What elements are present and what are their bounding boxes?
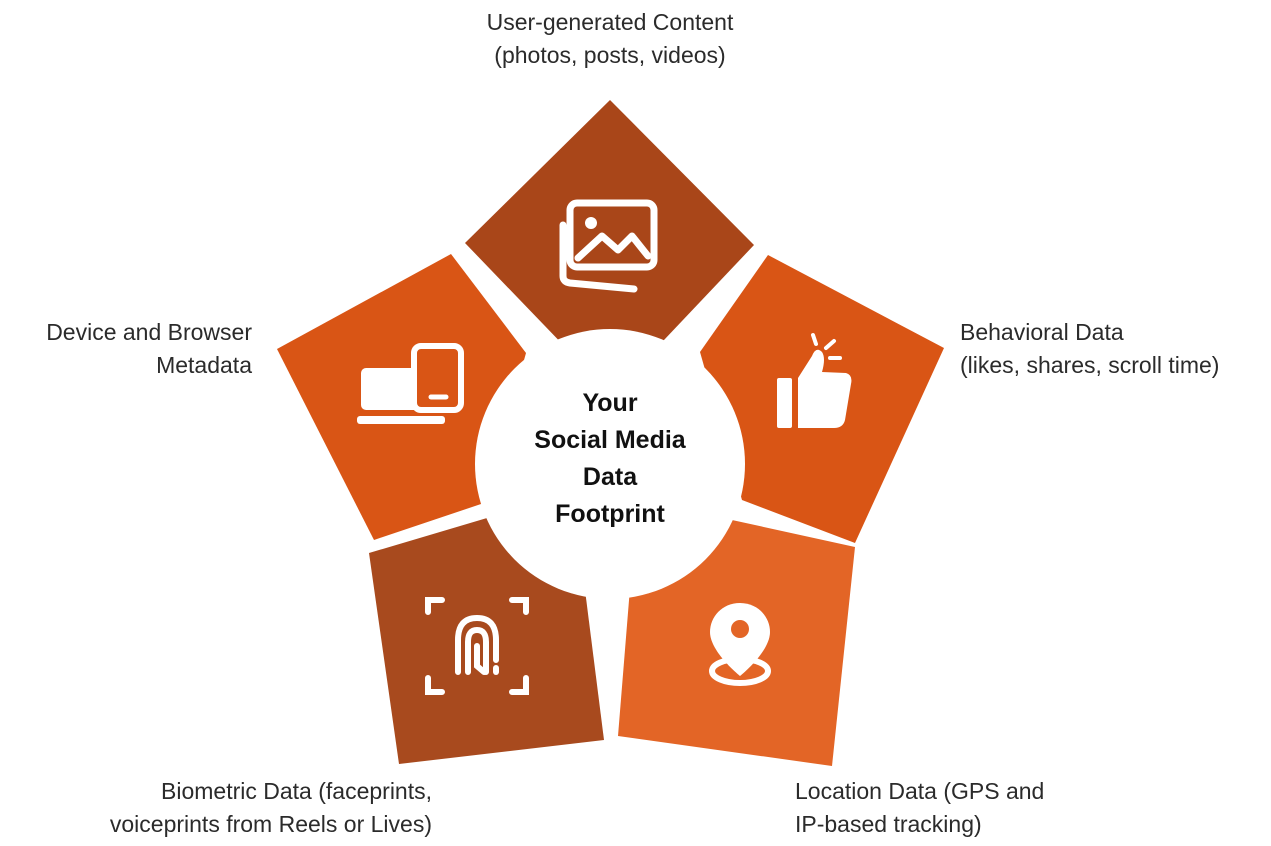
devices-icon [357, 343, 464, 424]
location-pin-icon [709, 603, 771, 686]
label-line: User-generated Content [486, 9, 734, 35]
center-title-line: Your [582, 389, 638, 417]
label-line: Metadata [156, 352, 252, 378]
label-user-generated-content: User-generated Content (photos, posts, v… [430, 6, 790, 72]
label-line: voiceprints from Reels or Lives) [109, 811, 432, 837]
thumbs-up-icon [777, 333, 852, 428]
fingerprint-scan-icon [425, 597, 529, 695]
label-line: Location Data (GPS and [795, 778, 1045, 804]
label-line: Behavioral Data [960, 319, 1124, 345]
center-title-line: Social Media [534, 426, 686, 454]
center-title-line: Footprint [555, 500, 665, 528]
center-circle [475, 329, 745, 599]
photos-icon [559, 199, 658, 293]
label-behavioral-data: Behavioral Data (likes, shares, scroll t… [960, 316, 1265, 382]
label-line: IP-based tracking) [795, 811, 982, 837]
center-title: Your Social Media Data Footprint [480, 385, 740, 533]
label-line: Device and Browser [46, 319, 252, 345]
label-location-data: Location Data (GPS and IP-based tracking… [795, 775, 1125, 841]
label-line: Biometric Data (faceprints, [161, 778, 432, 804]
label-device-browser-metadata: Device and Browser Metadata [0, 316, 252, 382]
label-line: (likes, shares, scroll time) [960, 352, 1220, 378]
center-title-line: Data [582, 463, 638, 491]
label-line: (photos, posts, videos) [494, 42, 726, 68]
label-biometric-data: Biometric Data (faceprints, voiceprints … [20, 775, 432, 841]
